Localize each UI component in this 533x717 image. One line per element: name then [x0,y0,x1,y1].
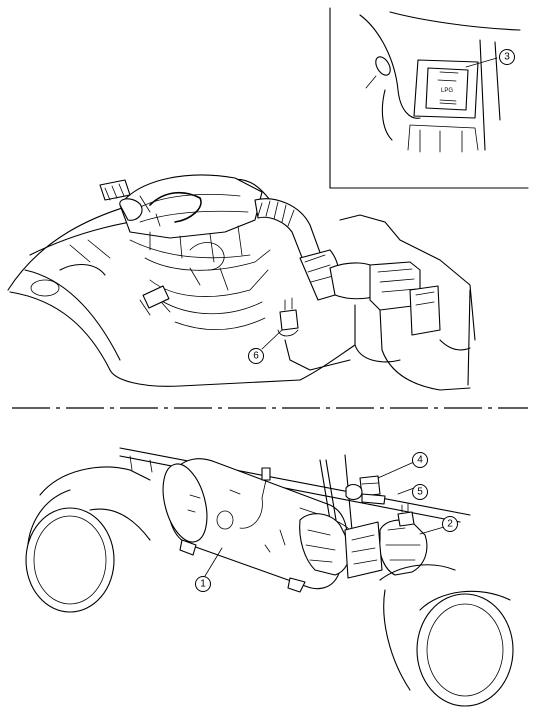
callout-6: 6 [248,348,264,364]
dashboard-switch-inset: LPG [329,7,529,189]
chassis-tank-view [25,447,514,707]
callout-3: 3 [499,49,515,65]
engine-bay-view [7,174,476,391]
callout-5-label: 5 [417,487,423,498]
fuel-pump-component-2 [379,503,428,576]
callout-leaders [204,461,445,577]
callout-4-label: 4 [417,455,423,466]
callout-5: 5 [412,484,428,500]
callout-2-label: 2 [447,519,453,530]
callout-2: 2 [442,516,458,532]
callout-1: 1 [195,576,211,592]
right-wheel [379,564,514,707]
left-wheel [25,466,151,613]
callout-1-label: 1 [200,579,206,590]
callout-6-label: 6 [253,351,259,362]
callout-4: 4 [412,452,428,468]
valve-assembly-components-4-5 [345,475,386,505]
callout-3-label: 3 [504,52,510,63]
vaporizer-assembly [99,179,202,227]
inset-switch-label: LPG [441,88,453,94]
pressure-sensor-component-6 [277,297,299,337]
